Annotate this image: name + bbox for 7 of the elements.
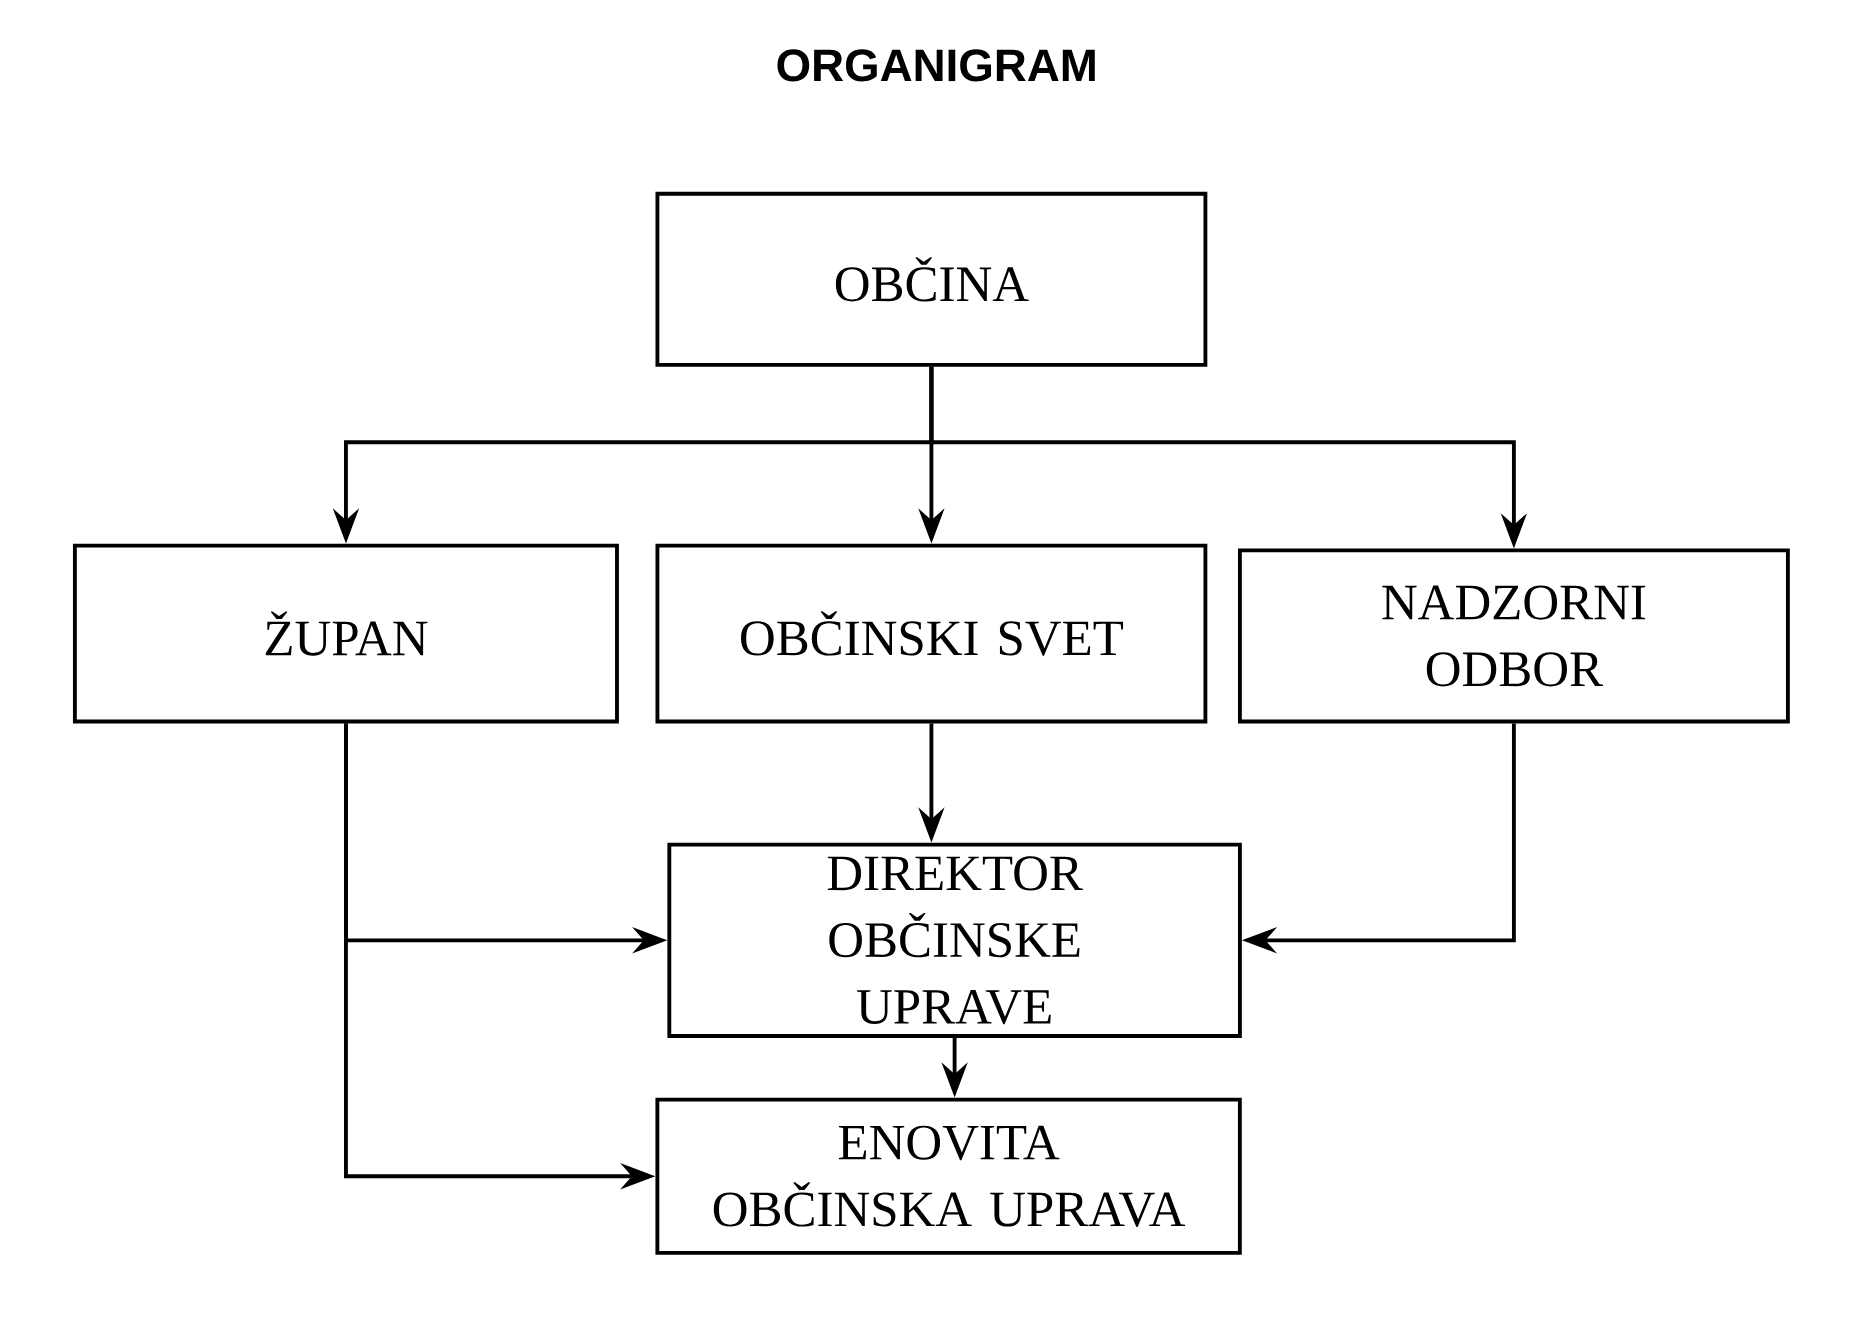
title: ORGANIGRAM bbox=[777, 49, 1095, 82]
box: ŽUPAN bbox=[72, 543, 619, 724]
box: OBČINA bbox=[655, 191, 1208, 367]
box: NADZORNI ODBOR bbox=[1237, 548, 1790, 724]
box: OBČINSKI SVET bbox=[655, 543, 1208, 724]
box: ENOVITA OBČINSKA UPRAVA bbox=[655, 1097, 1242, 1255]
box: DIREKTOR OBČINSKE UPRAVE bbox=[667, 842, 1242, 1039]
